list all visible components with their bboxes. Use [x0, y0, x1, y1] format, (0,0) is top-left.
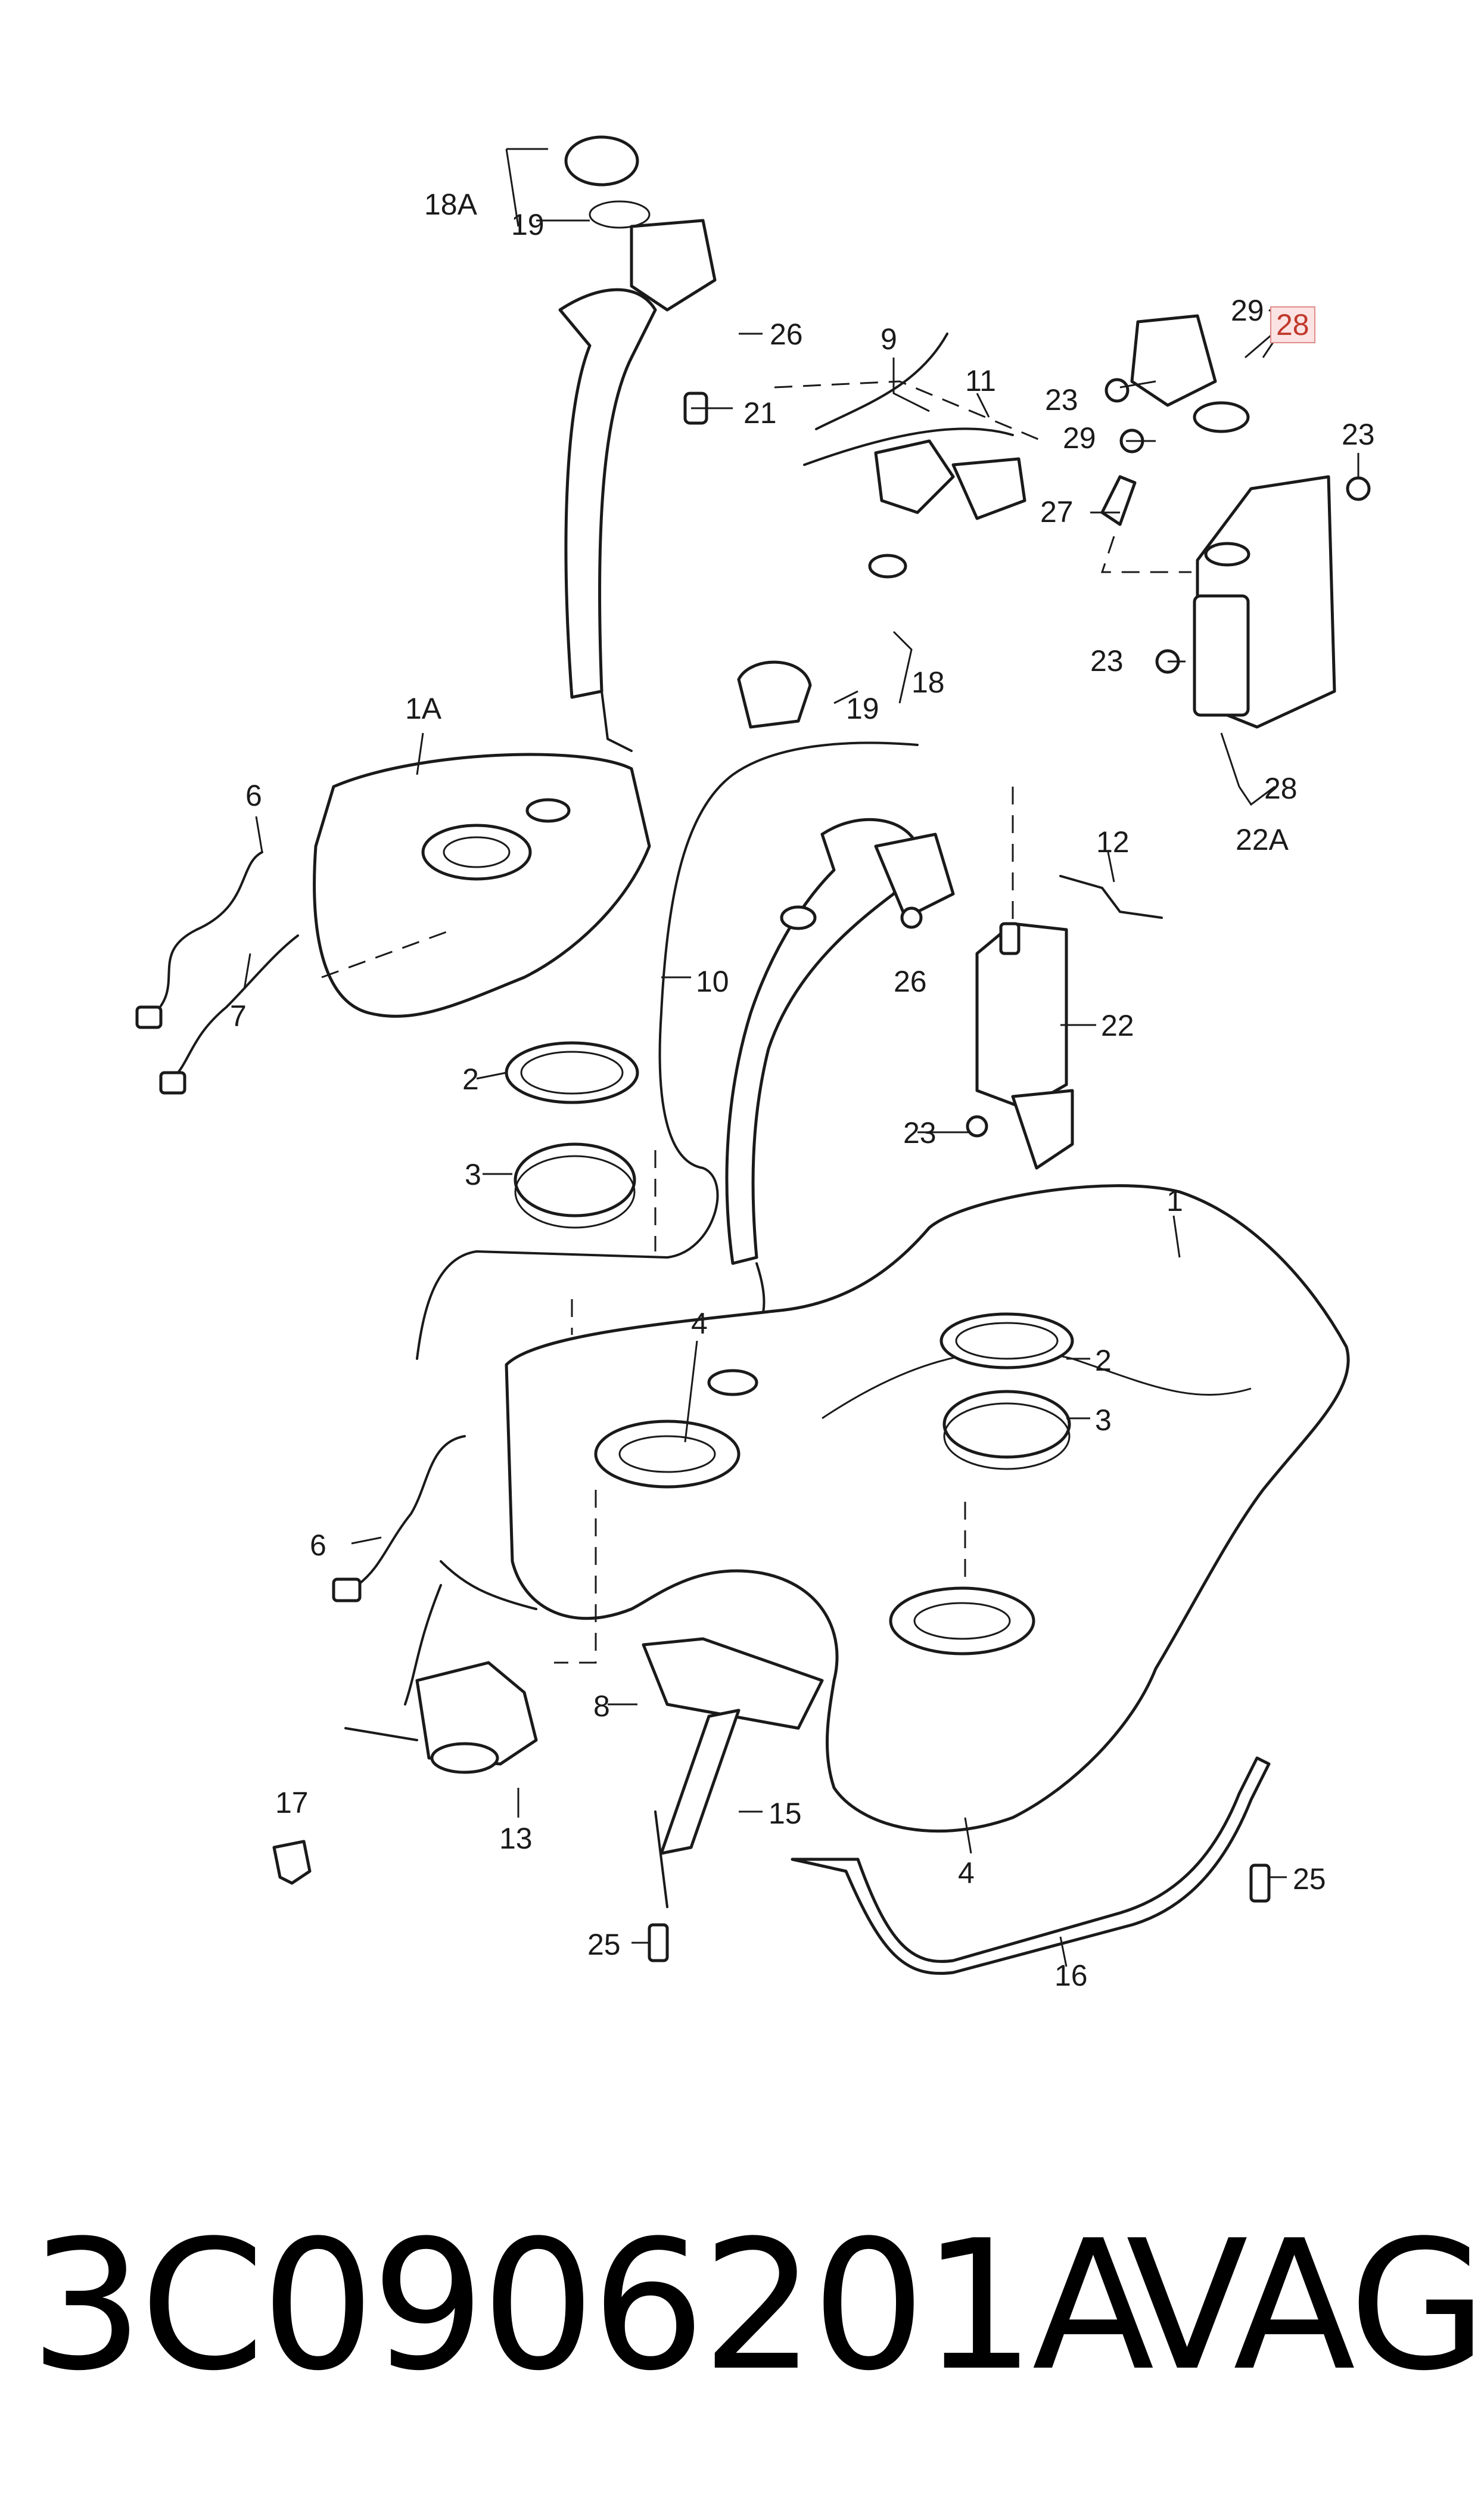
- tank-straps: [642, 1637, 1271, 1975]
- filler-neck-upper: [558, 135, 717, 752]
- footer: 3C0906201A VAG: [0, 2205, 1484, 2455]
- fuel-tank-exploded-diagram: [135, 135, 1371, 1975]
- callout-7: 7: [230, 999, 247, 1033]
- callout-27: 27: [1040, 495, 1074, 529]
- fuel-tank-1: [505, 1184, 1350, 1833]
- callout-18: 18: [911, 666, 945, 699]
- callout-3: 3: [465, 1158, 481, 1191]
- callout-29: 29: [1063, 421, 1096, 455]
- callout-12: 12: [1096, 825, 1130, 859]
- evap-valve-assembly: [803, 314, 1371, 579]
- charcoal-canister-22: [966, 875, 1163, 1170]
- charcoal-canister-22a: [1155, 475, 1336, 729]
- callout-2: 2: [1095, 1344, 1112, 1377]
- callout-29: 29: [1231, 294, 1264, 327]
- fuel-line-10: [416, 741, 919, 1360]
- callout-13: 13: [499, 1822, 533, 1855]
- callout-23: 23: [1045, 383, 1078, 417]
- callout-10: 10: [696, 965, 729, 998]
- callout-21: 21: [743, 396, 777, 430]
- callout-18a: 18A: [424, 188, 477, 221]
- callout-6: 6: [245, 779, 262, 812]
- callout-11: 11: [965, 364, 996, 397]
- callout-15: 15: [769, 1797, 802, 1830]
- fuel-pump-sender-13: [344, 1560, 538, 1774]
- callout-23: 23: [903, 1116, 937, 1150]
- callout-25: 25: [1293, 1862, 1326, 1896]
- callout-23: 23: [1090, 644, 1124, 678]
- callout-1: 1: [1166, 1184, 1183, 1217]
- callout-22: 22: [1101, 1009, 1134, 1042]
- fuel-lines-6-7: [135, 851, 466, 1602]
- callout-8: 8: [593, 1689, 610, 1723]
- callout-25: 25: [587, 1928, 621, 1961]
- callout-17: 17: [275, 1786, 309, 1819]
- callout-23: 23: [1342, 418, 1375, 451]
- leader-lines: [243, 148, 1359, 1967]
- seal-rings-left: [505, 1041, 639, 1229]
- callout-6: 6: [310, 1529, 326, 1562]
- callout-9: 9: [881, 322, 897, 356]
- callout-19: 19: [511, 208, 545, 241]
- callout-26: 26: [894, 965, 927, 998]
- callout-3: 3: [1095, 1403, 1112, 1437]
- callout-26: 26: [770, 318, 803, 351]
- callout-4: 4: [958, 1856, 975, 1890]
- clip-17: [272, 1840, 312, 1885]
- part-number: 3C0906201A: [30, 2202, 1155, 2410]
- filler-neck-main: [725, 660, 955, 1348]
- callout-28-highlighted: 28: [1270, 306, 1315, 343]
- callout-2: 2: [462, 1063, 479, 1096]
- callout-19: 19: [846, 692, 879, 725]
- brand-name: VAG: [1126, 2202, 1484, 2410]
- callout-22a: 22A: [1236, 823, 1289, 856]
- callout-16: 16: [1054, 1959, 1088, 1992]
- fuel-tank-1a: [313, 753, 651, 1018]
- callout-1a: 1A: [405, 692, 442, 725]
- callout-4: 4: [691, 1307, 708, 1340]
- callout-28: 28: [1264, 772, 1298, 805]
